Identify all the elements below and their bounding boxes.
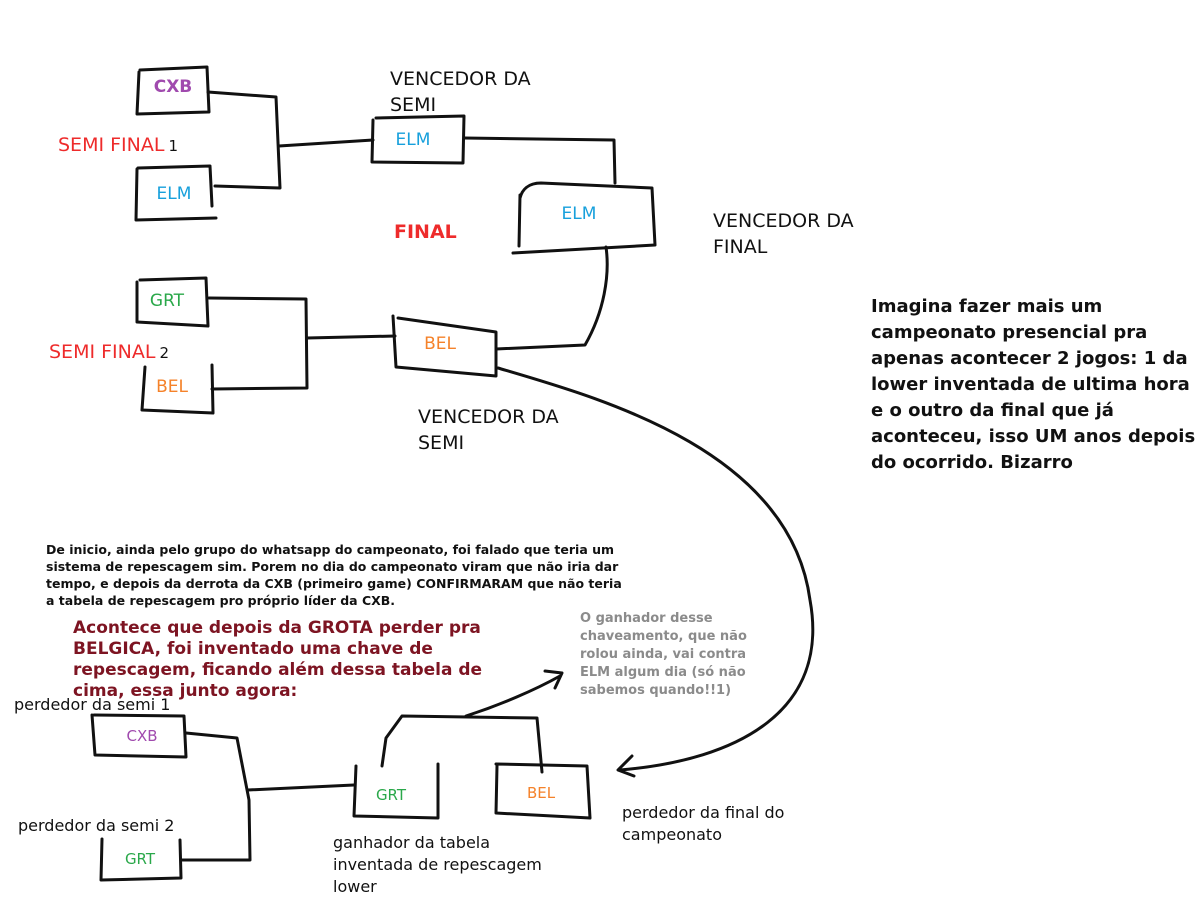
- winner-semi-top-label: VENCEDOR DA SEMI: [390, 66, 531, 118]
- winner-semi-bottom-label: VENCEDOR DA SEMI: [418, 404, 559, 456]
- loser-semi2-label: perdedor da semi 2: [18, 816, 175, 835]
- connector-semi2-final: [494, 245, 609, 351]
- connector-lower-final: [380, 714, 544, 774]
- connector-lower-first: [179, 731, 356, 862]
- winner-note-text: O ganhador desse chaveamento, que não ro…: [580, 611, 747, 698]
- team-grt-lower-winner: GRT: [375, 786, 407, 804]
- box-elm-final: [511, 181, 657, 255]
- team-grt-semi2: GRT: [149, 291, 185, 311]
- arrow-bel-to-lower: [496, 366, 815, 772]
- box-bel-winner-semi2: [391, 314, 498, 378]
- box-bel-lower: [494, 762, 592, 820]
- final-loser-caption: perdedor da final do campeonato: [622, 803, 785, 844]
- box-elm-semi1: [134, 164, 218, 222]
- team-elm-final-winner: ELM: [561, 204, 597, 224]
- winner-semi-bottom-line1: VENCEDOR DA: [418, 406, 559, 428]
- loser-semi1-label: perdedor da semi 1: [14, 695, 171, 714]
- connector-semi1-final: [462, 136, 617, 185]
- team-cxb-semi1: CXB: [153, 77, 193, 97]
- side-comment: Imagina fazer mais um campeonato presenc…: [871, 296, 1196, 473]
- team-elm-semi1: ELM: [156, 184, 192, 204]
- winner-final-label: VENCEDOR DA FINAL: [713, 208, 854, 260]
- box-elm-winner-semi1: [370, 114, 466, 165]
- arrow-lower-up: [464, 674, 562, 718]
- team-bel-semi2: BEL: [156, 377, 188, 397]
- connector-semi2: [207, 296, 397, 391]
- team-grt-lower: GRT: [124, 850, 156, 868]
- winner-semi-top-line2: SEMI: [390, 94, 437, 116]
- box-cxb-lower: [90, 713, 188, 759]
- team-bel-winner-semi2: BEL: [424, 334, 456, 354]
- box-grt-semi2: [135, 276, 210, 328]
- semi1-number: 1: [168, 137, 178, 155]
- lower-intro-text: Acontece que depois da GROTA perder pra …: [73, 618, 483, 701]
- arrow-bel-to-lower-head: [616, 754, 636, 778]
- team-cxb-lower: CXB: [126, 727, 158, 745]
- connector-semi1: [206, 90, 375, 190]
- winner-semi-top-line1: VENCEDOR DA: [390, 68, 531, 90]
- lower-winner-caption: ganhador da tabela inventada de repescag…: [333, 833, 542, 896]
- box-grt-lower-winner: [352, 762, 440, 820]
- arrow-lower-up-head: [543, 669, 564, 690]
- winner-semi-bottom-line2: SEMI: [418, 432, 465, 454]
- team-bel-final-loser: BEL: [526, 784, 556, 802]
- final-label: FINAL: [394, 221, 457, 243]
- winner-final-line1: VENCEDOR DA: [713, 210, 854, 232]
- team-elm-winner-semi1: ELM: [395, 130, 431, 150]
- winner-final-line2: FINAL: [713, 236, 768, 258]
- box-cxb-semi1: [135, 65, 211, 116]
- explanation-text: De inicio, ainda pelo grupo do whatsapp …: [46, 542, 622, 608]
- semi2-number: 2: [159, 344, 169, 362]
